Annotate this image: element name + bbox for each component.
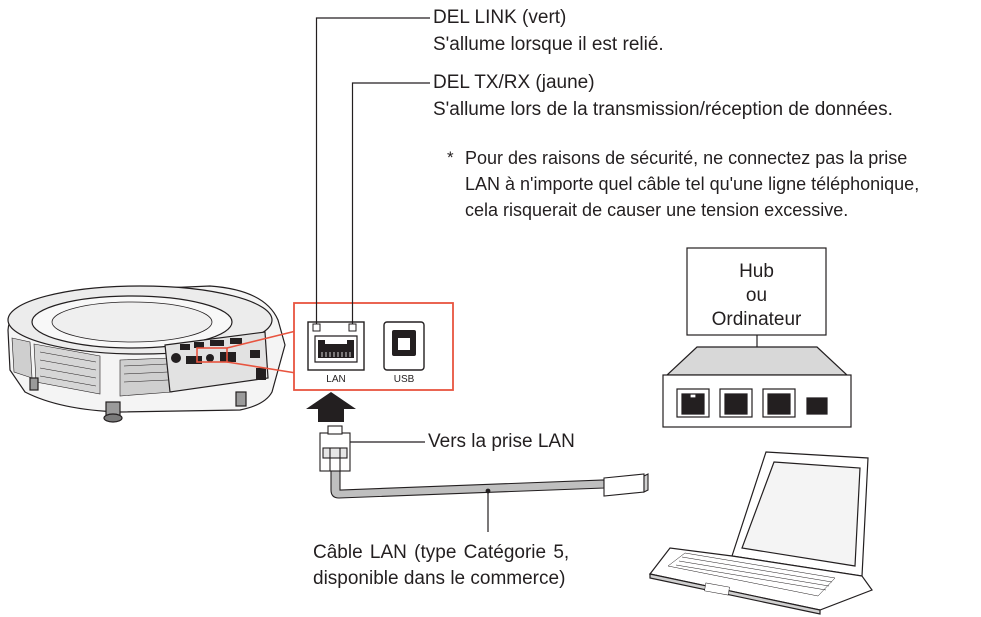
led-link-description: S'allume lorsque il est relié. — [433, 34, 664, 55]
hub-label-box — [686, 247, 827, 336]
projector-illustration — [7, 285, 286, 423]
hub-label-line: Ordinateur — [711, 309, 802, 330]
rj45-plug-far-icon — [603, 473, 649, 497]
led-txrx-title: DEL TX/RX (jaune) — [433, 72, 595, 93]
cable-caption-line: Câble LAN (type Catégorie 5, — [313, 542, 570, 563]
txrx-led — [348, 323, 357, 332]
led-leader-lines — [315, 17, 430, 324]
insert-arrow-icon — [306, 392, 356, 422]
usb-port-label: USB — [393, 374, 415, 385]
laptop-icon — [648, 451, 873, 615]
safety-note-line: Pour des raisons de sécurité, ne connect… — [465, 148, 908, 168]
link-led — [312, 323, 321, 332]
lan-port-icon — [307, 321, 365, 371]
led-link-title: DEL LINK (vert) — [433, 7, 567, 28]
safety-note-line: LAN à n'importe quel câble tel qu'une li… — [465, 174, 920, 194]
lan-port-label: LAN — [326, 374, 346, 385]
hub-label-line: Hub — [739, 261, 774, 282]
rj45-plug-icon — [319, 425, 351, 472]
usb-port-icon — [383, 321, 425, 371]
lan-cable — [330, 469, 605, 499]
led-txrx-description: S'allume lors de la transmission/récepti… — [433, 99, 893, 120]
safety-note-mark: * — [447, 148, 454, 167]
hub-icon — [662, 346, 852, 428]
safety-note-line: cela risquerait de causer une tension ex… — [465, 200, 849, 220]
plug-caption: Vers la prise LAN — [428, 431, 575, 452]
cable-caption-line: disponible dans le commerce) — [313, 568, 566, 589]
hub-label-line: ou — [745, 285, 768, 306]
projector-port-highlight — [196, 347, 228, 363]
